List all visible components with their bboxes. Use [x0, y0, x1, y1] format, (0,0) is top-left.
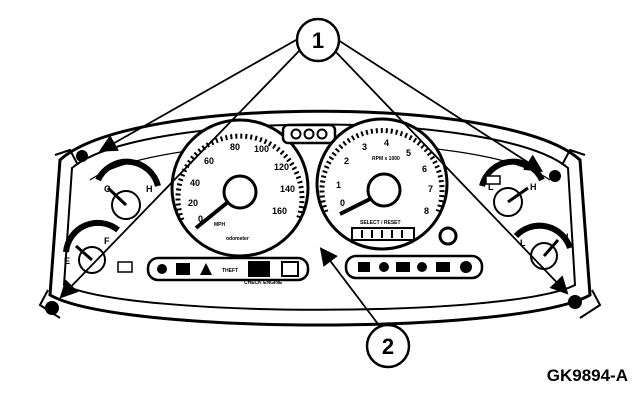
tachometer-label-0: 0 — [340, 198, 345, 208]
theft-lamp-label: THEFT — [222, 268, 238, 274]
speedometer-label-60: 60 — [204, 156, 214, 166]
callout-1-arrows — [59, 39, 569, 299]
tachometer-reset-label: SELECT / RESET — [360, 220, 401, 226]
warning-lamp-strip-right — [344, 254, 484, 280]
select-reset-knob[interactable] — [438, 226, 458, 246]
speedometer-label-120: 120 — [274, 162, 289, 172]
tachometer-unit: RPM x 1000 — [372, 156, 400, 162]
speedometer-label-100: 100 — [254, 144, 269, 154]
callout-2-arrow — [319, 247, 379, 325]
temp-gauge: C H — [95, 158, 161, 220]
tachometer-label-1: 1 — [336, 180, 341, 190]
tachometer-label-5: 5 — [406, 148, 411, 158]
voltmeter-mark-low: L — [488, 182, 494, 192]
fuel-gauge-mark-empty: E — [64, 256, 70, 266]
oil-gauge-mark-low: L — [520, 238, 526, 248]
check-engine-lamp-label: CHECK ENGINE — [244, 280, 283, 286]
mount-screw-bottom-right — [568, 295, 582, 309]
callout-2-number: 2 — [382, 334, 394, 359]
speedometer-label-160: 160 — [272, 206, 287, 216]
tachometer-label-4: 4 — [384, 138, 389, 148]
tachometer-label-6: 6 — [422, 164, 427, 174]
fuel-gauge-mark-full: F — [104, 236, 110, 246]
voltmeter-mark-high: H — [530, 182, 537, 192]
mount-screw-top-right — [549, 170, 561, 182]
speedometer-odometer-label: odometer — [226, 236, 249, 242]
figure-id-label: GK9894-A — [546, 366, 628, 385]
tachometer-label-7: 7 — [428, 184, 433, 194]
fuel-gauge: E F — [63, 219, 133, 274]
oil-gauge-mark-high: H — [562, 232, 569, 242]
speedometer-label-0: 0 — [198, 214, 203, 224]
warning-lamp-strip-left: THEFT CHECK ENGINE — [146, 256, 310, 286]
top-indicator-lamps — [281, 123, 337, 145]
temp-gauge-mark-low: C — [104, 184, 111, 194]
callout-2: 2 — [365, 323, 411, 369]
tachometer-label-2: 2 — [344, 156, 349, 166]
callout-1-number: 1 — [312, 28, 324, 53]
mount-screw-bottom-left — [45, 301, 59, 315]
speedometer-label-20: 20 — [188, 198, 198, 208]
speedometer: 0 20 40 60 80 100 120 140 160 MPH odomet… — [170, 118, 310, 258]
tachometer-label-3: 3 — [362, 142, 367, 152]
speedometer-label-140: 140 — [280, 184, 295, 194]
mount-screw-top-left — [76, 150, 88, 162]
tachometer-label-8: 8 — [424, 206, 429, 216]
speedometer-unit: MPH — [214, 222, 226, 228]
temp-gauge-mark-high: H — [146, 184, 153, 194]
speedometer-label-80: 80 — [230, 142, 240, 152]
speedometer-label-40: 40 — [190, 178, 200, 188]
tachometer: 0 1 2 3 4 5 6 7 8 RPM x 1000 SELECT / RE… — [315, 117, 449, 251]
callout-1: 1 — [295, 17, 341, 63]
